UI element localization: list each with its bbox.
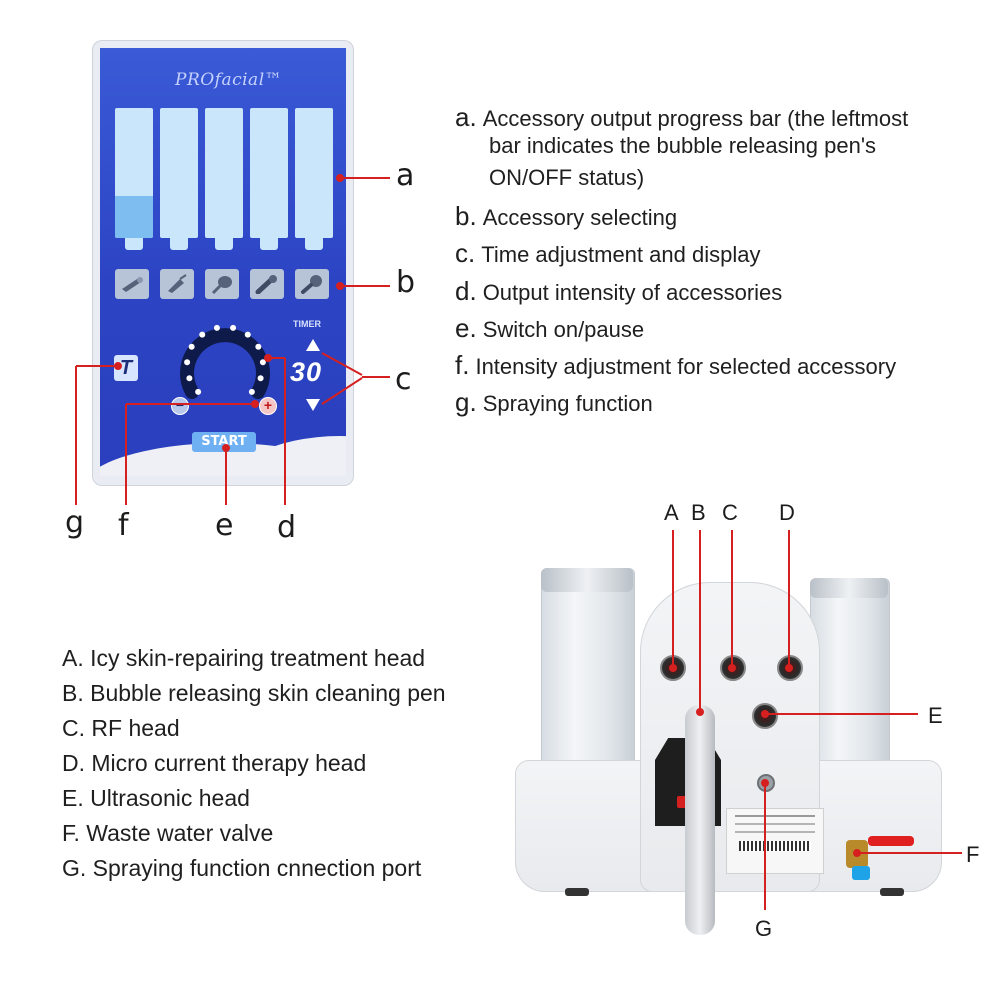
legend-item-e: e.Switch on/pause: [455, 313, 908, 344]
panel-legend: a.Accessory output progress bar (the lef…: [455, 102, 908, 418]
label-E: E: [928, 703, 943, 729]
label-F: F: [966, 842, 979, 868]
legend-item-B: B. Bubble releasing skin cleaning pen: [62, 680, 446, 707]
label-c: c: [395, 362, 412, 397]
machine-legend: A. Icy skin-repairing treatment head B. …: [62, 645, 446, 882]
legend-item-G: G. Spraying function cnnection port: [62, 855, 446, 882]
legend-item-g: g.Spraying function: [455, 387, 908, 418]
legend-item-E: E. Ultrasonic head: [62, 785, 446, 812]
label-G: G: [755, 916, 772, 942]
legend-item-a-line3: ON/OFF status): [455, 165, 908, 191]
label-a: a: [396, 158, 414, 193]
legend-item-b: b.Accessory selecting: [455, 201, 908, 232]
label-D: D: [779, 500, 795, 526]
legend-item-a: a.Accessory output progress bar (the lef…: [455, 102, 908, 133]
legend-item-F: F. Waste water valve: [62, 820, 446, 847]
label-C: C: [722, 500, 738, 526]
legend-item-D: D. Micro current therapy head: [62, 750, 446, 777]
legend-item-f: f.Intensity adjustment for selected acce…: [455, 350, 908, 381]
label-B: B: [691, 500, 706, 526]
legend-item-a-line2: bar indicates the bubble releasing pen's: [455, 133, 908, 159]
legend-item-C: C. RF head: [62, 715, 446, 742]
legend-item-A: A. Icy skin-repairing treatment head: [62, 645, 446, 672]
label-b: b: [396, 265, 415, 300]
legend-item-d: d.Output intensity of accessories: [455, 276, 908, 307]
legend-item-c: c.Time adjustment and display: [455, 238, 908, 269]
label-A: A: [664, 500, 679, 526]
